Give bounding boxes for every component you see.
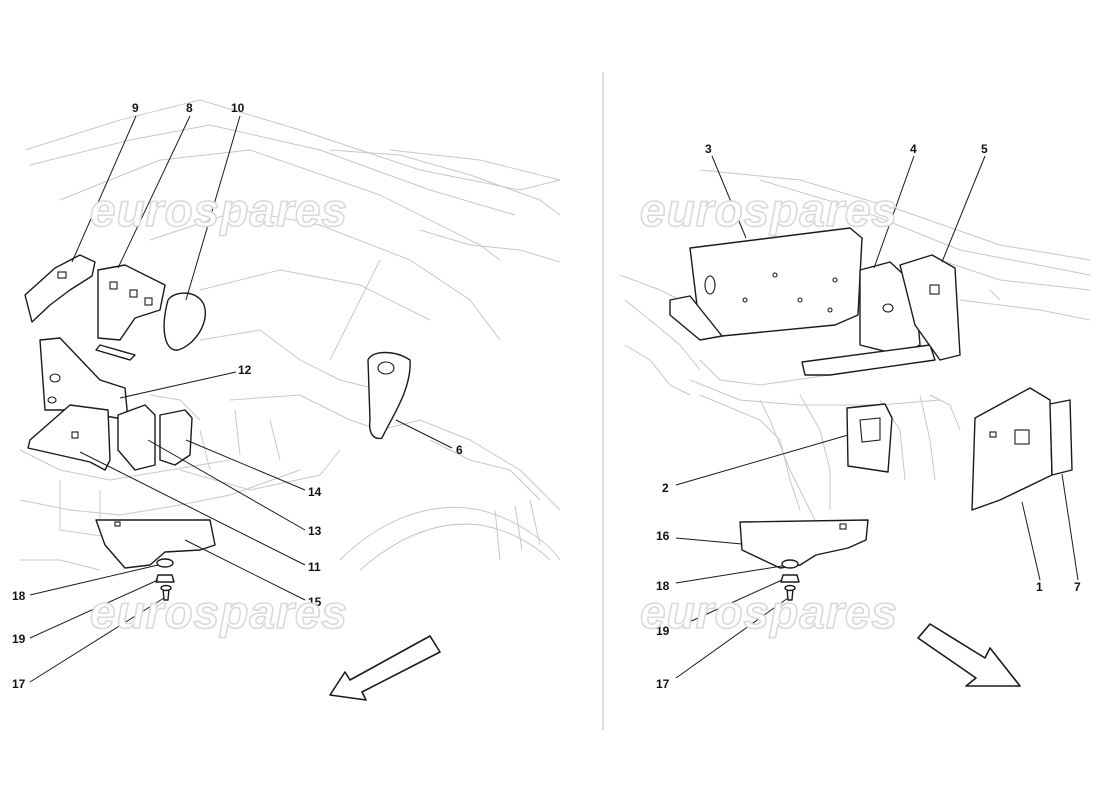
- left-callout-10: 10: [231, 101, 245, 115]
- left-part-6-hole: [377, 361, 395, 375]
- right-part-5: [899, 254, 961, 361]
- left-callout-14: 14: [308, 485, 322, 499]
- right-part-3-hole: [772, 272, 778, 278]
- right-callout-19: 19: [656, 624, 670, 638]
- right-callout-3: 3: [705, 142, 712, 156]
- right-panel: 3 4 5 2 16 18 19 17 1 7: [619, 142, 1091, 691]
- right-part-16: [739, 519, 869, 569]
- right-callout-1: 1: [1036, 580, 1043, 594]
- right-part-1-slot: [1014, 429, 1030, 445]
- right-part-4-hole: [882, 303, 894, 313]
- left-callout-12: 12: [238, 363, 252, 377]
- right-part-5-hole: [929, 284, 940, 295]
- right-direction-arrow: [917, 623, 1021, 687]
- left-part-12: [39, 337, 129, 421]
- right-callout-2: 2: [662, 481, 669, 495]
- left-part-9: [24, 254, 96, 323]
- left-part-8-strip: [95, 344, 136, 361]
- left-part-13: [117, 404, 156, 471]
- right-part-3-flange: [669, 295, 723, 341]
- left-part-15: [95, 519, 216, 569]
- left-part-6: [367, 351, 411, 440]
- right-part-3-hole: [797, 297, 803, 303]
- left-direction-arrow: [329, 635, 441, 701]
- left-part-10: [163, 292, 207, 351]
- left-part-12-hole: [49, 373, 61, 383]
- left-part-8-slot: [144, 297, 153, 306]
- left-callout-6: 6: [456, 443, 463, 457]
- right-part-1: [971, 387, 1053, 511]
- left-callout-17: 17: [12, 677, 26, 691]
- right-leader-lines: [675, 155, 1079, 679]
- left-part-12-hole: [47, 396, 57, 404]
- left-part-15-hole: [114, 521, 121, 527]
- left-callout-8: 8: [186, 101, 193, 115]
- left-part-11-hole: [71, 431, 79, 439]
- left-part-9-hole: [57, 271, 67, 279]
- right-part-3-hole: [827, 307, 833, 313]
- right-body-linework: [619, 169, 1091, 531]
- left-part-8-slot: [109, 281, 118, 290]
- left-part-8-slot: [129, 289, 138, 298]
- right-part-7: [1049, 399, 1073, 476]
- left-body-linework: [19, 99, 561, 571]
- right-callout-4: 4: [910, 142, 917, 156]
- left-part-19-washer: [155, 574, 175, 583]
- watermark-top-right: eurospares: [640, 184, 898, 236]
- left-panel: 9 8 10 12 6 14 13 11 15 18 19 17: [12, 99, 561, 701]
- left-callout-18: 18: [12, 589, 26, 603]
- left-callout-11: 11: [308, 560, 321, 574]
- left-callout-13: 13: [308, 524, 322, 538]
- watermark-bottom-right: eurospares: [640, 586, 898, 638]
- right-part-17-head: [784, 584, 796, 592]
- right-callout-18: 18: [656, 579, 670, 593]
- right-callout-5: 5: [981, 142, 988, 156]
- right-part-2-slot: [859, 417, 881, 443]
- left-leader-lines: [29, 115, 453, 683]
- right-part-4-base: [801, 344, 936, 376]
- right-part-3-hole: [832, 277, 838, 283]
- right-part-3-hole: [704, 275, 716, 295]
- left-part-14: [159, 409, 193, 466]
- watermark-top-left: eurospares: [90, 184, 348, 236]
- right-callout-7: 7: [1074, 580, 1081, 594]
- watermark-bottom-left: eurospares: [90, 586, 348, 638]
- left-callout-15: 15: [308, 595, 322, 609]
- left-part-8: [97, 264, 166, 341]
- watermarks: eurospares eurospares eurospares eurospa…: [89, 183, 898, 639]
- right-part-19-washer: [780, 574, 800, 583]
- left-part-18-nut: [156, 558, 174, 568]
- left-part-11: [27, 404, 111, 471]
- right-part-16-hole: [839, 523, 847, 530]
- right-callout-16: 16: [656, 529, 670, 543]
- right-part-1-hole: [989, 431, 997, 438]
- left-callout-9: 9: [132, 101, 139, 115]
- right-part-3-hole: [742, 297, 748, 303]
- left-callout-19: 19: [12, 632, 26, 646]
- left-part-17-head: [160, 584, 172, 592]
- right-callout-17: 17: [656, 677, 670, 691]
- right-part-18-nut: [781, 559, 799, 569]
